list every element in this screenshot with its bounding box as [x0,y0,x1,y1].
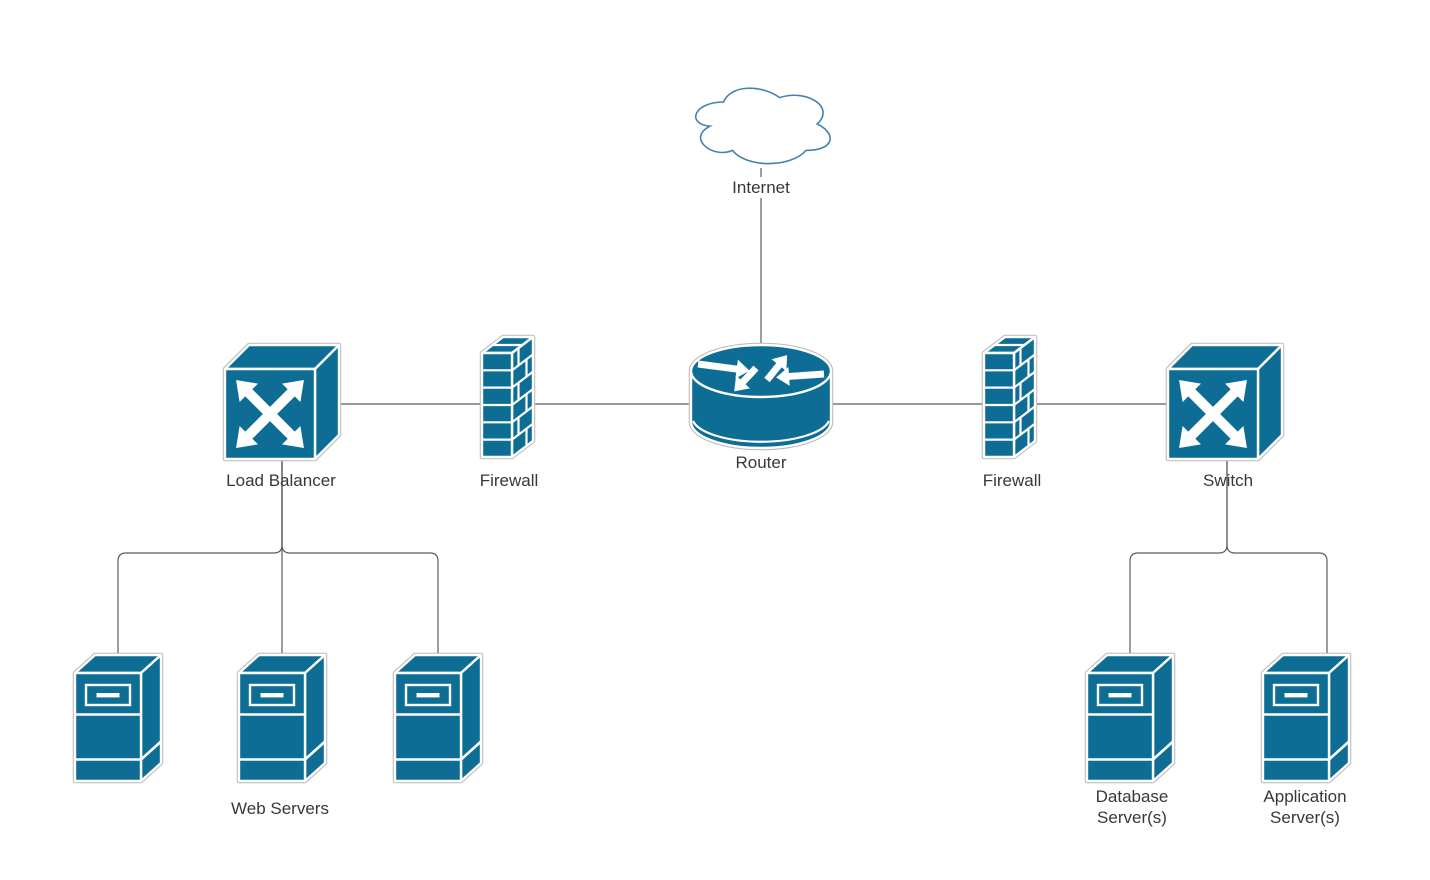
router-label: Router [735,453,787,472]
firewall-left-brickwall-icon[interactable] [482,337,533,457]
switch-cube-icon[interactable] [1168,345,1282,459]
firewall-right-label: Firewall [982,471,1042,490]
internet-label: Internet [701,177,821,199]
application-server-tower-icon[interactable] [1263,655,1349,781]
load-balancer-label: Load Balancer [226,471,336,490]
web-server-1-tower-icon[interactable] [75,655,161,781]
web-servers-label: Web Servers [231,799,329,818]
web-server-3-tower-icon[interactable] [395,655,481,781]
database-server-tower-icon[interactable] [1087,655,1173,781]
web-server-2-tower-icon[interactable] [239,655,325,781]
edge-switch-applicationserver [1226,456,1328,668]
firewall-left-label: Firewall [479,471,539,490]
database-server-label: Database Server(s) [1095,787,1169,828]
edge-loadbalancer-webserver-3 [281,456,439,668]
load-balancer-cube-icon[interactable] [225,345,339,459]
switch-label: Switch [1202,471,1254,490]
internet-cloud-icon[interactable] [695,87,831,165]
edge-switch-databaseserver [1129,456,1228,668]
application-server-label: Application Server(s) [1263,787,1347,828]
firewall-right-brickwall-icon[interactable] [984,337,1035,457]
router-cylinder-icon[interactable] [691,345,831,448]
